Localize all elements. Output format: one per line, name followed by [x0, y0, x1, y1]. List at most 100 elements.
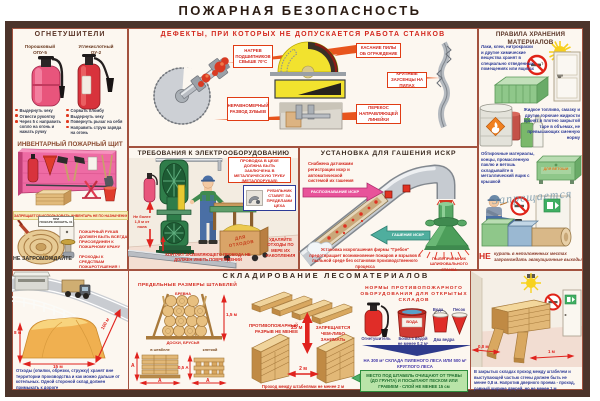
conduit-icon — [128, 236, 237, 269]
sparks-note: Снабжена датчиками регистрации искр и ав… — [308, 161, 354, 184]
label-ou2: Углекислотный ОУ-2 — [70, 44, 122, 56]
bandsaw-icon — [156, 159, 194, 254]
valve-sign: ПРИ ПОЖАРЕ ЗВОНИТЬ 01 — [38, 216, 74, 227]
logs-height: 1,5 м — [226, 312, 238, 317]
fire-hose-icon — [17, 219, 65, 265]
norm-extinguisher-icon — [364, 302, 390, 337]
log-stack-icon — [146, 293, 222, 340]
no-smoking-icon — [526, 54, 548, 76]
pile-dim-arrows — [17, 308, 121, 367]
label-ou2-model: ОУ-2 — [90, 49, 102, 55]
label-opu5: Порошковый ОПУ-5 — [16, 44, 64, 56]
dust-receiver-label: ПЫЛЕПРИЕМНИК ШЛИФОВАЛЬНОГО СТАНКА — [430, 256, 468, 272]
label-ou2-type: Углекислотный — [78, 44, 114, 49]
sparks-illustration — [299, 164, 470, 267]
extinguisher-ou2-icon — [77, 54, 114, 110]
step-item: Выдернуть чеку — [15, 108, 62, 113]
callout-switch-box: РУБИЛЬНИК СТАВЯТ ЗА ПРЕДЕЛАМИ ЦЕХА — [243, 185, 296, 211]
waste-caption: Отходы (опилки, обрезки, стружку) хранят… — [16, 368, 120, 391]
guide-ruler-icon — [279, 102, 343, 130]
warehouse-door-icon — [562, 289, 582, 337]
shield-header: ИНВЕНТАРНЫЙ ПОЖАРНЫЙ ЩИТ — [17, 141, 123, 148]
electrical-illustration — [128, 158, 299, 269]
sparks-caption: Установка искрогашения фирмы "Гребон" пр… — [309, 247, 421, 270]
callout-switch: РУБИЛЬНИК СТАВЯТ ЗА ПРЕДЕЛАМИ ЦЕХА — [266, 188, 293, 208]
warehouse-dim-arrows — [471, 347, 575, 361]
steps-ou2: Сорвать пломбу Выдернуть чеку Повернуть … — [66, 108, 126, 135]
saw-side-view-icon — [274, 79, 346, 99]
step-item: Выдернуть чеку — [66, 114, 126, 119]
norm-item1: Огнетушитель — [361, 336, 391, 341]
big-stack-right — [316, 333, 355, 384]
beam-2 — [271, 295, 313, 317]
bucket1-label: Вода — [432, 307, 444, 312]
ground-note: КОНТАКТ ЗАЗЕМЛЯЮЩЕГО ПРОВОДА НЕ ДОЛЖЕН И… — [165, 252, 251, 263]
rags-chest-icon — [536, 155, 582, 184]
spark-quencher-icon — [418, 200, 470, 260]
waste-box-icon — [219, 224, 269, 262]
stacks-illustration — [134, 291, 470, 386]
lumber-header: СКЛАДИРОВАНИЕ ЛЕСОМАТЕРИАЛОВ — [222, 271, 430, 280]
storage-no-item2: загромождать эвакуационные выходы — [494, 257, 582, 263]
norm-buckets-icon — [432, 309, 468, 336]
worker-icon — [189, 175, 226, 244]
board-stack-arrows — [134, 351, 181, 386]
norm-barrel-icon — [397, 308, 427, 338]
rags-chest-label: ДЛЯ ВЕТОШИ — [543, 167, 569, 171]
callout-bearings: НАГРЕВ ПОДШИПНИКОВ СВЫШЕ 70°С — [233, 45, 273, 68]
crib-stack-icon — [193, 357, 225, 378]
divider-lumber-2 — [470, 270, 471, 390]
storeroom-door-icon — [553, 51, 581, 102]
fuel-drums-icon — [479, 103, 544, 148]
pipe-icon — [299, 164, 456, 267]
sawdust-pile-icon — [21, 317, 106, 359]
fence-icon — [12, 296, 77, 323]
label-opu5-model: ОПУ-5 — [33, 49, 47, 55]
callout-burrs: КРУПНЫЕ ЗАУСЕНЦЫ НА ПИЛАХ — [387, 71, 427, 88]
boards-label: ДОСКИ, БРУСЬЯ — [166, 340, 200, 345]
barrel-label: ВОДА — [406, 319, 418, 324]
fire-valve-icon — [42, 221, 76, 260]
wh-dim1: 0,8 м — [478, 344, 489, 349]
beams-icon — [251, 291, 353, 325]
norms-header: НОРМЫ ПРОТИВОПОЖАРНОГО ОБОРУДОВАНИЯ ДЛЯ … — [360, 286, 468, 304]
step-item: Направить струю заряда на огонь — [66, 125, 126, 135]
wh-dim2: 1 м — [548, 349, 555, 354]
wood-crate-icon — [34, 189, 73, 206]
pile-dim-8: 8 м — [14, 330, 22, 335]
dim-a-3: А — [206, 378, 210, 384]
board-stack-icon — [139, 354, 181, 379]
storage-no-item1: курить в неположенных местах — [494, 251, 567, 256]
wh-caption: В закрытых складах проход между штабелем… — [474, 369, 575, 391]
height-arrows — [146, 200, 154, 249]
logs-label: БРЕВНА — [174, 292, 192, 296]
norms-arrow — [362, 345, 470, 356]
bucket-stand-icon — [82, 180, 117, 202]
storage-text3: Обтирочные материалы, концы, промасленну… — [481, 151, 535, 184]
valve-sign-line1: ПРИ — [52, 216, 60, 221]
dim-a-1: А — [131, 363, 135, 369]
callout-wiring: ПРОВОДКА В ЦЕХЕ ДОЛЖНА БЫТЬ ЗАКЛЮЧЕНА В … — [228, 157, 291, 183]
defects-header: ДЕФЕКТЫ, ПРИ КОТОРЫХ НЕ ДОПУСКАЕТСЯ РАБО… — [160, 31, 446, 38]
sparks-header: УСТАНОВКА ДЛЯ ГАШЕНИЯ ИСКР — [320, 150, 457, 157]
poster-title: ПОЖАРНАЯ БЕЗОПАСНОСТЬ — [178, 3, 422, 18]
divider-lumber-1 — [128, 270, 129, 390]
warehouse-illustration — [471, 271, 582, 367]
steps-opu5: Выдернуть чеку Отвести рукоятку Через 5 … — [15, 108, 62, 135]
extinguisher-opu5-icon — [31, 56, 65, 107]
log-dim-arrow — [221, 294, 227, 342]
storage-text2: Жидкое топливо, смазку и другие горючие … — [523, 107, 580, 140]
storage-no-word: НЕ — [479, 251, 491, 261]
pass-dim: 2 м — [299, 366, 307, 372]
wavy-blade-icon — [436, 41, 452, 129]
detect-arrow-icon — [302, 182, 384, 202]
crib-stack-arrows — [187, 354, 227, 386]
extinguishers-header: ОГНЕТУШИТЕЛИ — [34, 31, 106, 38]
step-item: Сорвать пломбу — [66, 108, 126, 113]
storage-no-items: курить в неположенных местах загромождат… — [494, 251, 582, 264]
quench-arrow-label: ГАШЕНИЕ ИСКР — [391, 232, 424, 237]
building-icon — [12, 271, 51, 291]
valve-sign-line2: ПОЖАРЕ ЗВОНИТЬ 01 — [39, 220, 73, 225]
callout-ruler: ПЕРЕКОС НАПРАВЛЯЮЩЕЙ ЛИНЕЙКИ — [356, 104, 401, 124]
